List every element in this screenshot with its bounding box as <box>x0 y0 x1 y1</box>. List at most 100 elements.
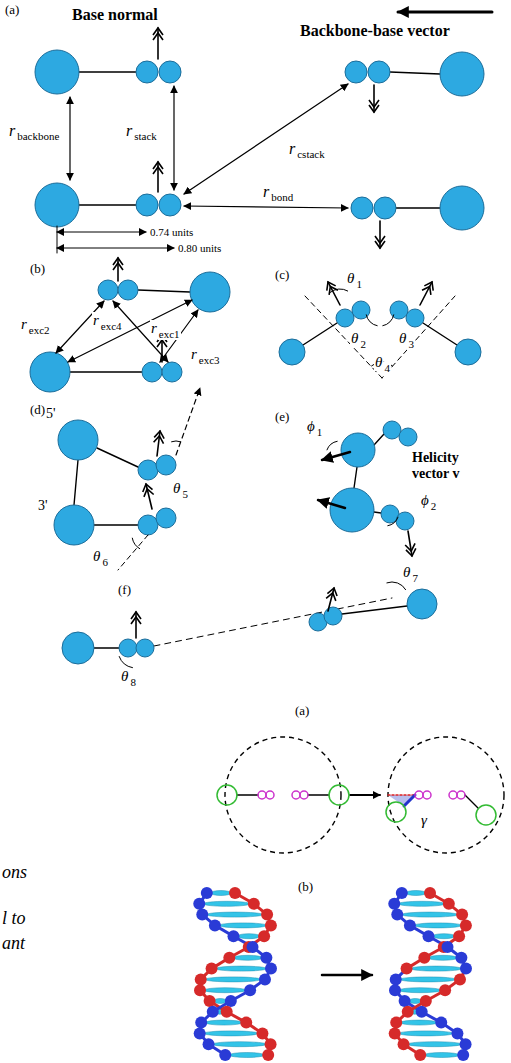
bond-line <box>94 647 119 648</box>
nucleotide-bead <box>136 61 158 83</box>
backbone-bead <box>389 1027 401 1039</box>
backbone-bead <box>424 887 436 899</box>
backbone-bead <box>455 952 467 964</box>
backbone-bead <box>244 984 256 996</box>
base-site <box>258 791 266 799</box>
bond-line <box>374 512 381 513</box>
backbone-bead <box>194 984 206 996</box>
angle-arc <box>132 538 140 549</box>
base-ellipse <box>400 977 456 982</box>
subscript: cstack <box>296 148 325 161</box>
bent-bond <box>404 795 415 806</box>
symbol-label: r <box>125 122 133 140</box>
normal-arrowhead <box>326 588 337 601</box>
base-ellipse <box>213 1042 267 1047</box>
nucleotide-bead <box>159 61 181 83</box>
caption-fragment: ant <box>2 933 25 954</box>
angle-arc <box>330 289 348 293</box>
distance-arrow <box>173 86 174 190</box>
interaction-site <box>386 802 406 822</box>
bond-line <box>423 323 457 345</box>
angle-arc <box>171 441 181 443</box>
nucleotide-bead <box>368 61 390 83</box>
backbone-bead <box>193 898 205 910</box>
nucleotide-bead <box>190 272 230 312</box>
vector-arrow <box>322 452 350 460</box>
dashed-guide <box>118 535 148 570</box>
nucleotide-bead <box>30 352 70 392</box>
backbone-bead <box>401 963 413 975</box>
subscript: 5 <box>181 488 189 501</box>
angle-arc <box>119 656 133 668</box>
backbone-bead <box>195 973 207 985</box>
nucleotide-bead <box>440 186 484 230</box>
base-ellipse <box>411 966 462 971</box>
symbol-label: r <box>262 183 270 201</box>
base-ellipse <box>433 934 456 939</box>
bond-line <box>70 371 142 372</box>
angle-label: θ <box>120 668 129 685</box>
normal-arrowhead <box>153 28 163 40</box>
nucleotide-bead <box>138 515 158 535</box>
backbone-bead <box>256 1027 268 1039</box>
backbone-bead <box>439 984 451 996</box>
backbone-bead <box>398 1038 410 1050</box>
nucleotide-bead <box>142 362 162 382</box>
subscript: 2 <box>359 338 367 351</box>
backbone-bead <box>435 1017 447 1029</box>
backbone-bead <box>229 887 241 899</box>
panel-label: (f) <box>118 583 131 598</box>
normal-arrowhead <box>154 431 165 444</box>
angle-label: θ <box>374 354 383 371</box>
dimension-label: 0.80 units <box>178 242 221 255</box>
angle-arc <box>387 582 406 590</box>
nucleotide-bead <box>35 50 79 94</box>
backbone-bead <box>225 995 237 1007</box>
nucleotide-bead <box>279 339 305 365</box>
panel-label: (e) <box>275 410 289 425</box>
backbone-bead <box>454 973 466 985</box>
symbol-label: r <box>20 316 28 333</box>
backbone-bead <box>203 1038 215 1050</box>
bond-line <box>396 207 440 208</box>
base-ellipse <box>233 955 262 960</box>
angle-label: θ <box>402 564 411 581</box>
distance-arrow <box>57 232 146 233</box>
symbol-label: r <box>288 140 296 158</box>
bond-line <box>138 290 190 292</box>
normal-arrowhead <box>143 484 154 497</box>
subscript: 4 <box>383 362 391 375</box>
nucleotide-bead <box>351 197 373 219</box>
backbone-bead <box>442 941 454 953</box>
backbone-bead <box>262 1049 274 1061</box>
angle-label: ϕ <box>420 492 430 509</box>
subscript: 8 <box>129 676 137 689</box>
subscript: 6 <box>101 556 109 569</box>
nucleotide-bead <box>406 309 424 327</box>
panel-label: (d) <box>30 403 45 418</box>
bond-line <box>79 204 136 205</box>
backbone-bead <box>209 919 221 931</box>
backbone-bead <box>388 898 400 910</box>
normal-arrowhead <box>405 543 416 556</box>
angle-label: θ <box>346 270 355 287</box>
vector-arrow <box>350 794 380 796</box>
backbone-bead <box>265 1038 277 1050</box>
distance-arrow <box>69 97 70 180</box>
nucleotide-bead <box>118 280 138 300</box>
base-ellipse <box>428 955 457 960</box>
panel-label: (a) <box>295 704 309 719</box>
vector-arrow <box>318 500 345 508</box>
subscript: exc2 <box>28 324 51 337</box>
end-label: 3' <box>38 498 48 514</box>
subscript: 3 <box>407 338 415 351</box>
nucleotide-bead <box>341 433 375 467</box>
backbone-bead <box>206 963 218 975</box>
base-ellipse <box>238 934 261 939</box>
subscript: exc4 <box>100 320 123 333</box>
caption-fragment: ons <box>2 862 27 883</box>
symbol-label: r <box>150 320 158 337</box>
normal-arrowhead <box>327 282 338 295</box>
base-ellipse <box>399 1031 454 1036</box>
bond-line <box>79 71 136 72</box>
